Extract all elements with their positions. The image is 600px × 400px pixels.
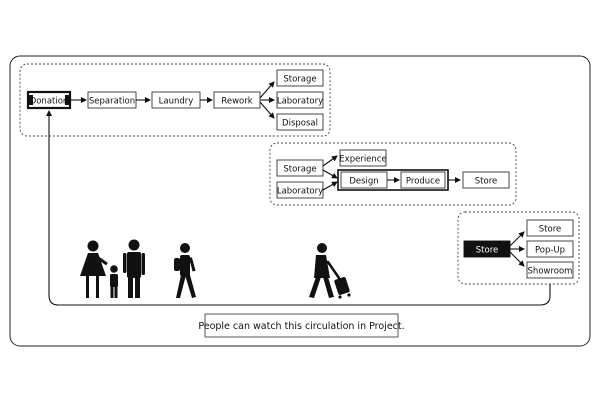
design-label: Design [349,177,378,187]
storage-input-label: Storage [283,165,316,175]
showroom-label: Showroom [528,267,573,277]
separation-node: Separation [87,91,137,109]
storage-output-label: Storage [283,75,316,85]
child-figure [110,265,118,298]
produce-node: Produce [400,171,446,189]
laundry-node: Laundry [151,91,201,109]
storage-input-node: Storage [276,159,324,177]
rework-node: Rework [213,91,261,109]
storage-output-node: Storage [276,69,324,87]
popup-label: Pop-Up [535,246,565,256]
showroom-node: Showroom [526,261,574,279]
store-retail-label: Store [539,225,561,235]
production-group [269,142,517,206]
backpacker-figure [174,243,196,298]
caption-text: People can watch this circulation in Pro… [198,321,404,332]
store-retail-node: Store [526,219,574,237]
family-figures [80,239,145,298]
retail-group [457,211,580,285]
store-production-label: Store [475,177,497,187]
collection-group [19,63,331,137]
edge-hub-showroom [509,251,525,267]
popup-node: Pop-Up [526,240,574,258]
woman-figure [80,240,108,298]
traveler-figure [309,243,351,299]
edge-rework-storage [259,81,275,99]
edge-storage-experience [322,155,338,167]
edge-rework-disposal [259,101,275,119]
laboratory-input-node: Laboratory [276,181,324,199]
laboratory-output-label: Laboratory [277,97,323,107]
caption-box: People can watch this circulation in Pro… [198,313,405,338]
disposal-output-node: Disposal [276,113,324,131]
separation-label: Separation [89,97,135,107]
store-hub-label: Store [476,246,498,256]
edge-storage-design [322,169,338,179]
rework-label: Rework [221,97,252,107]
circulation-return-path [46,110,551,306]
man-figure [123,239,145,298]
produce-label: Produce [406,177,440,187]
store-production-node: Store [462,171,510,189]
experience-node: Experience [339,149,387,167]
disposal-output-label: Disposal [282,119,318,129]
experience-label: Experience [339,155,386,165]
suitcase-icon [334,277,351,299]
design-node: Design [340,171,388,189]
store-hub-node: Store [463,240,511,258]
laboratory-output-node: Laboratory [276,91,324,109]
laboratory-input-label: Laboratory [277,187,323,197]
donation-node: Donation [26,90,72,110]
laundry-label: Laundry [159,97,194,107]
edge-laboratory-design [322,181,338,191]
edge-hub-store [509,231,525,247]
outer-frame [9,55,591,347]
donation-label: Donation [30,97,69,107]
